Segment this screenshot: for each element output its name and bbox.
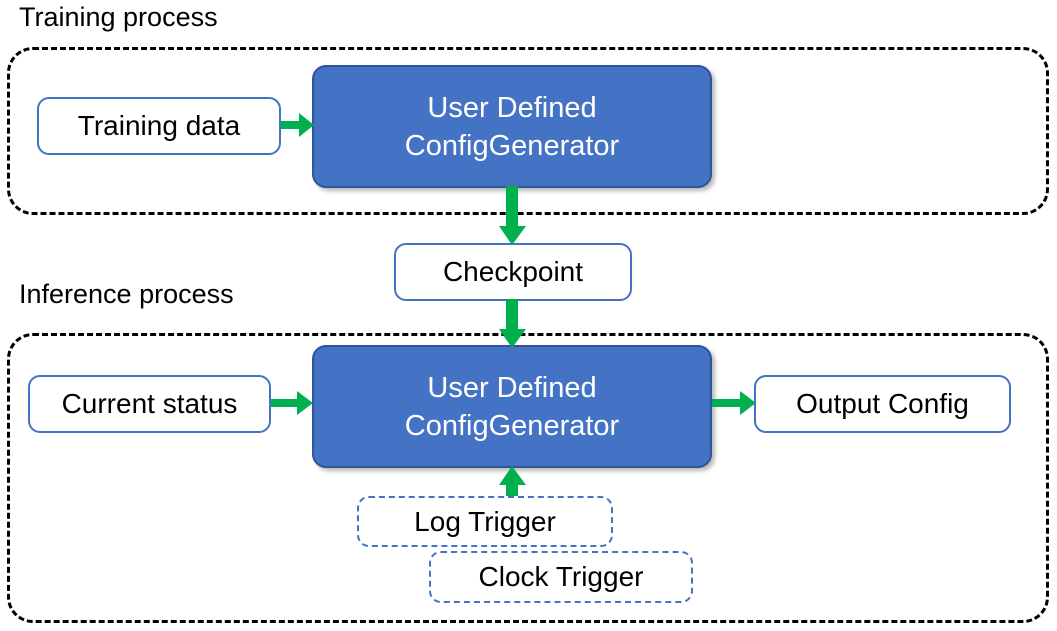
training-process-container [7, 47, 1049, 215]
node-user-defined-config-generator-inference[interactable]: User Defined ConfigGenerator [312, 345, 712, 468]
arrow-generator-to-output-config [712, 389, 758, 417]
arrow-training-data-to-generator [281, 111, 315, 139]
training-process-label: Training process [19, 2, 218, 32]
inference-process-container [7, 333, 1049, 623]
node-checkpoint[interactable]: Checkpoint [394, 243, 632, 301]
node-training-data[interactable]: Training data [37, 97, 281, 155]
node-generator-inference-line2: ConfigGenerator [404, 409, 620, 442]
node-generator-training-line2: ConfigGenerator [404, 129, 620, 162]
node-generator-inference-text: User Defined ConfigGenerator [405, 369, 619, 445]
node-user-defined-config-generator-training[interactable]: User Defined ConfigGenerator [312, 65, 712, 188]
node-current-status-label: Current status [61, 388, 238, 419]
node-clock-trigger[interactable]: Clock Trigger [429, 551, 693, 603]
node-clock-trigger-label: Clock Trigger [478, 561, 644, 592]
inference-process-label: Inference process [19, 279, 234, 309]
arrow-triggers-to-generator [499, 466, 528, 504]
node-generator-inference-line1: User Defined [427, 371, 597, 404]
node-current-status[interactable]: Current status [28, 375, 271, 433]
node-training-data-label: Training data [77, 110, 241, 141]
arrow-current-status-to-generator [271, 389, 315, 417]
arrow-checkpoint-to-generator [499, 299, 528, 349]
node-output-config[interactable]: Output Config [754, 375, 1011, 433]
node-checkpoint-label: Checkpoint [442, 256, 584, 287]
node-log-trigger-label: Log Trigger [414, 505, 556, 537]
node-generator-training-text: User Defined ConfigGenerator [405, 89, 619, 165]
arrow-generator-to-checkpoint [499, 186, 528, 246]
node-log-trigger[interactable]: Log Trigger [357, 496, 613, 547]
node-output-config-label: Output Config [796, 388, 969, 419]
node-generator-training-line1: User Defined [427, 91, 597, 124]
